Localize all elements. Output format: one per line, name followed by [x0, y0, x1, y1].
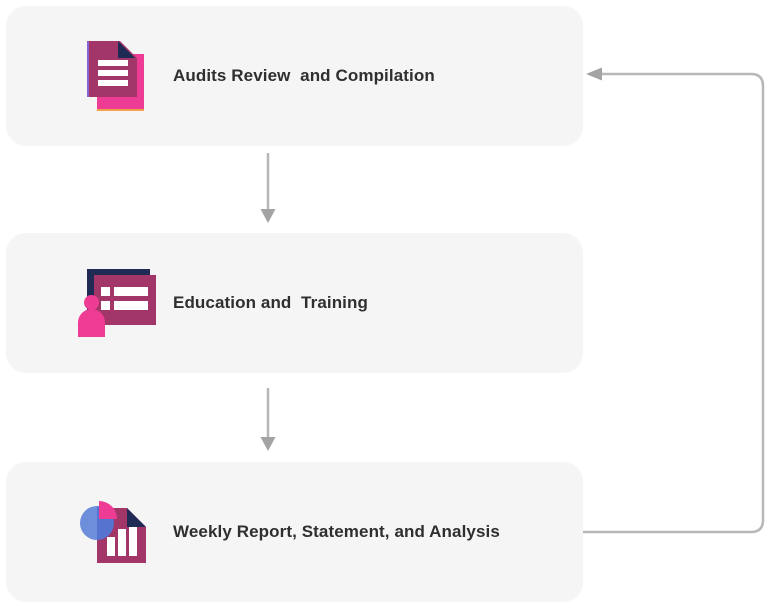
connector-step2-step3-arrowhead: [260, 437, 276, 451]
bar-chart-bar: [107, 537, 115, 556]
person-head: [84, 295, 99, 310]
step-label-weekly-report: Weekly Report, Statement, and Analysis: [173, 522, 500, 541]
bar-chart-bar: [129, 521, 137, 556]
folded-corner: [127, 508, 146, 527]
connector-feedback-loop-arrowhead: [586, 67, 602, 81]
document-front-sheet: [87, 41, 137, 97]
list-line: [114, 301, 148, 310]
connector-feedback-loop-line: [583, 72, 765, 534]
trainer-presentation-icon: [78, 269, 156, 337]
report-charts-icon: [79, 496, 147, 568]
document-text-line: [98, 70, 128, 76]
list-bullet: [101, 301, 110, 310]
step-label-audits-review: Audits Review and Compilation: [173, 66, 435, 85]
person-body: [78, 309, 105, 337]
step-audits-review: Audits Review and Compilation: [6, 6, 583, 146]
bar-chart-bar: [118, 529, 126, 556]
document-text-line: [98, 80, 128, 86]
document-text-line: [98, 60, 128, 66]
pie-chart-exploded-slice: [99, 501, 117, 519]
connector-step1-step2-arrowhead: [260, 209, 276, 223]
step-education-training: Education and Training: [6, 233, 583, 373]
list-line: [114, 287, 148, 296]
stacked-documents-icon: [87, 41, 147, 111]
step-label-education-training: Education and Training: [173, 293, 368, 312]
list-bullet: [101, 287, 110, 296]
presentation-board: [94, 275, 156, 325]
step-weekly-report: Weekly Report, Statement, and Analysis: [6, 462, 583, 602]
